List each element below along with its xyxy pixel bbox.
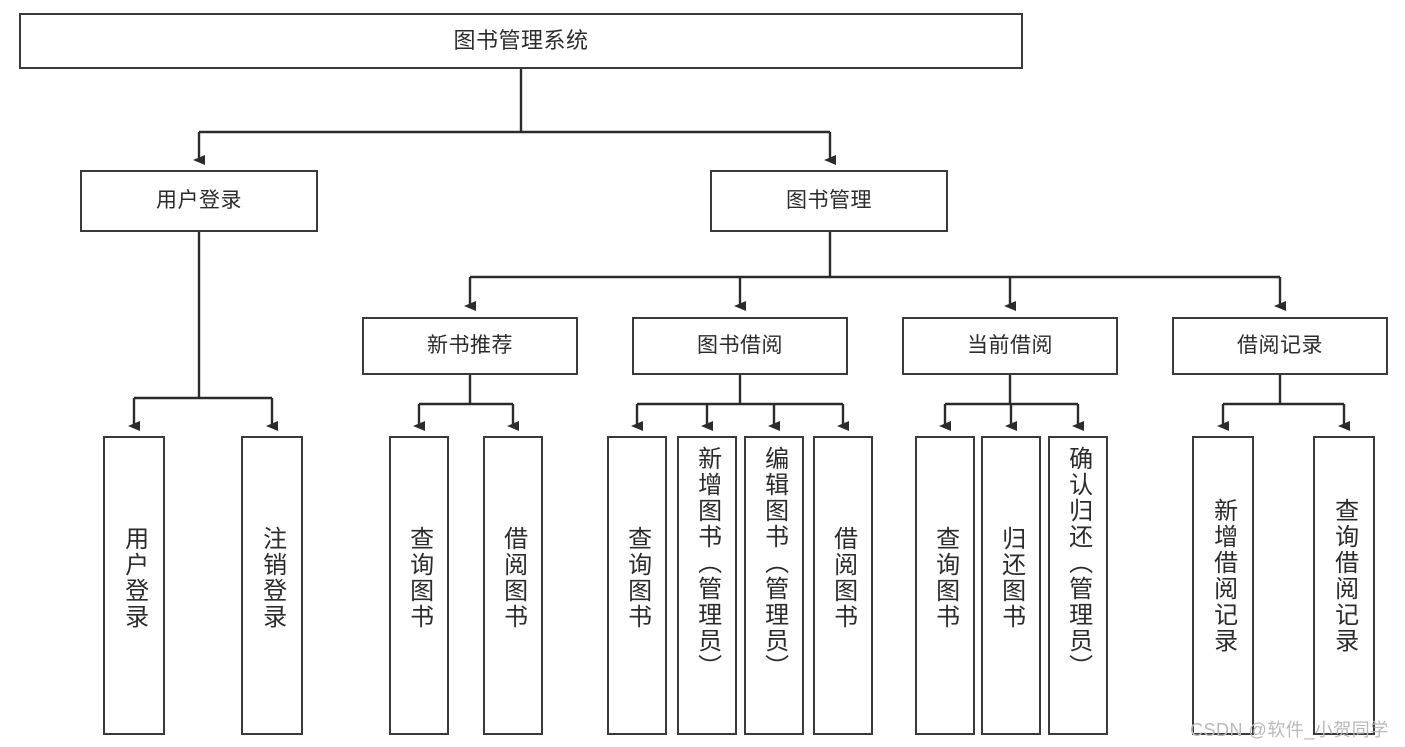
node-book-management[interactable]: 图书管理: [710, 170, 948, 232]
node-label: 归还图书: [997, 526, 1025, 630]
leaf-return-book[interactable]: 归还图书: [981, 436, 1041, 735]
leaf-add-book-admin[interactable]: 新增图书（管理员）: [677, 436, 737, 735]
node-label: 用户登录: [120, 526, 148, 630]
node-label: 借阅图书: [499, 526, 527, 630]
node-label: 新书推荐: [427, 333, 513, 357]
node-label: 查询图书: [623, 526, 651, 630]
node-label: 查询图书: [931, 526, 959, 630]
leaf-borrow-book-recommend[interactable]: 借阅图书: [483, 436, 543, 735]
node-label: 图书借阅: [697, 333, 783, 357]
node-label: 新增图书（管理员）: [693, 446, 721, 680]
leaf-borrow-book[interactable]: 借阅图书: [813, 436, 873, 735]
node-label: 编辑图书（管理员）: [760, 446, 788, 680]
node-label: 图书管理系统: [453, 28, 589, 54]
leaf-logout[interactable]: 注销登录: [241, 436, 303, 735]
node-label: 用户登录: [156, 188, 242, 212]
leaf-user-login[interactable]: 用户登录: [103, 436, 165, 735]
node-new-book-recommend[interactable]: 新书推荐: [362, 317, 578, 375]
csdn-watermark: CSDN @软件_小贺同学: [1190, 720, 1389, 740]
node-label: 注销登录: [258, 526, 286, 630]
node-label: 图书管理: [786, 188, 872, 212]
node-label: 确认归还（管理员）: [1064, 446, 1092, 680]
node-label: 查询图书: [405, 526, 433, 630]
node-label: 当前借阅: [967, 333, 1053, 357]
leaf-add-borrow-record[interactable]: 新增借阅记录: [1192, 436, 1254, 735]
node-root-system[interactable]: 图书管理系统: [19, 13, 1023, 69]
leaf-query-book-recommend[interactable]: 查询图书: [389, 436, 449, 735]
node-label: 查询借阅记录: [1330, 498, 1358, 654]
leaf-confirm-return-admin[interactable]: 确认归还（管理员）: [1048, 436, 1108, 735]
node-label: 新增借阅记录: [1209, 498, 1237, 654]
leaf-edit-book-admin[interactable]: 编辑图书（管理员）: [744, 436, 804, 735]
node-user-login[interactable]: 用户登录: [80, 170, 318, 232]
node-book-borrow[interactable]: 图书借阅: [632, 317, 848, 375]
node-current-borrow[interactable]: 当前借阅: [902, 317, 1118, 375]
leaf-query-book-current[interactable]: 查询图书: [915, 436, 975, 735]
leaf-query-borrow-record[interactable]: 查询借阅记录: [1313, 436, 1375, 735]
node-label: 借阅图书: [829, 526, 857, 630]
node-borrow-record[interactable]: 借阅记录: [1172, 317, 1388, 375]
node-label: 借阅记录: [1237, 333, 1323, 357]
leaf-query-book-borrow[interactable]: 查询图书: [607, 436, 667, 735]
